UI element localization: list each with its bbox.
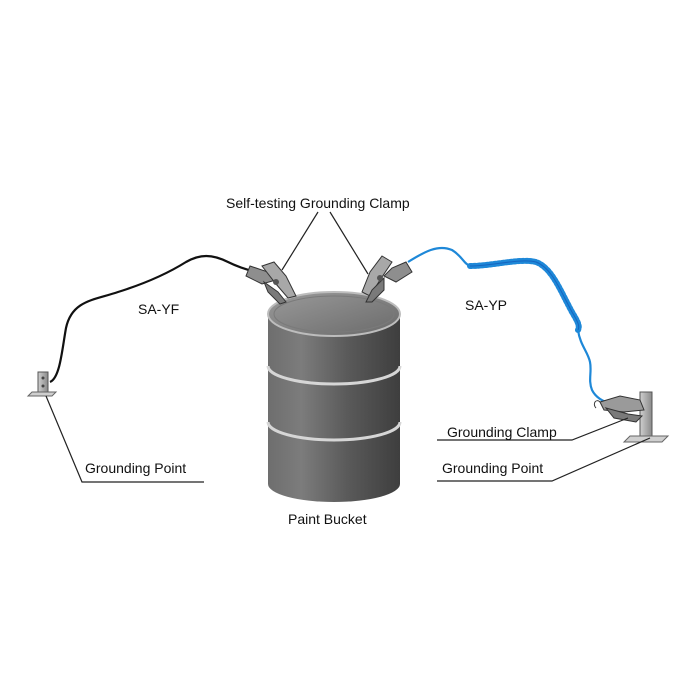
right-grounding-point: [622, 391, 670, 443]
grounding-clamp-right-label: Grounding Clamp: [447, 424, 557, 440]
paint-bucket-label: Paint Bucket: [288, 511, 367, 527]
black-cable-sa-yf: [49, 254, 257, 384]
sa-yp-label: SA-YP: [465, 297, 508, 313]
grounding-point-left-label: Grounding Point: [85, 460, 187, 476]
paint-bucket-drum: [266, 291, 402, 502]
blue-cable-sa-yp: [407, 246, 613, 406]
right-self-testing-clamp: [361, 255, 413, 303]
leader-lines: [45, 211, 651, 483]
sa-yf-label: SA-YF: [138, 301, 180, 317]
self-testing-clamp-label: Self-testing Grounding Clamp: [226, 195, 410, 211]
right-grounding-clamp: [593, 395, 645, 423]
left-grounding-point: [26, 371, 58, 397]
grounding-point-right-label: Grounding Point: [442, 460, 544, 476]
left-self-testing-clamp: [245, 261, 297, 305]
